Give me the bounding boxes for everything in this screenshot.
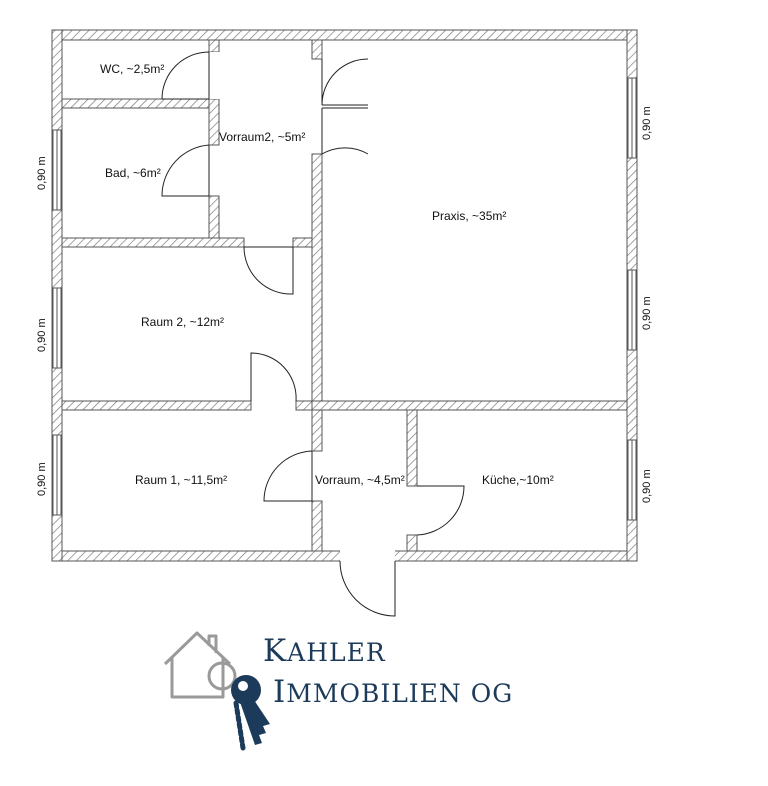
door-raum1 xyxy=(263,450,313,502)
wall-wc-vorraum2 xyxy=(208,39,220,53)
wall-vorraum2-praxis-b xyxy=(311,153,323,411)
wall-bad-raum2 xyxy=(61,237,245,248)
window-label-right-bottom: 0,90 m xyxy=(641,469,653,503)
room-label-vorraum: Vorraum, ~4,5m² xyxy=(315,473,405,487)
room-label-vorraum2: Vorraum2, ~5m² xyxy=(219,130,305,144)
wall-raum1-vorraum xyxy=(311,409,323,452)
wall-vorraum2-praxis-a xyxy=(311,39,323,60)
wall-vorraum-kueche-a xyxy=(406,409,418,487)
wall-vorraum2-raum2 xyxy=(292,237,313,248)
room-label-raum2: Raum 2, ~12m² xyxy=(141,315,224,329)
wall-bad-vorraum2-b xyxy=(208,195,220,239)
logo-line-2-cap: I xyxy=(273,674,286,710)
window-label-right-top: 0,90 m xyxy=(641,106,653,140)
logo-line-1: KAHLER xyxy=(263,633,386,669)
door-raum2-top xyxy=(243,246,294,295)
room-label-kueche: Küche,~10m² xyxy=(482,473,554,487)
window-lines xyxy=(56,78,633,520)
room-label-bad: Bad, ~6m² xyxy=(105,166,161,180)
room-label-wc: WC, ~2,5m² xyxy=(100,62,164,76)
house-icon xyxy=(163,631,232,699)
wall-raum2-raum1 xyxy=(61,400,252,411)
doors xyxy=(161,51,465,617)
logo-line-1-cap: K xyxy=(263,633,287,669)
wall-raum2-raum1-b xyxy=(295,400,313,411)
wall-vorraum-kueche-b xyxy=(406,534,418,552)
window-label-left-mid: 0,90 m xyxy=(36,318,48,352)
key-icon xyxy=(231,675,270,751)
company-logo: KAHLER IMMOBILIEN OG xyxy=(163,631,513,751)
window-labels: 0,90 m 0,90 m 0,90 m 0,90 m 0,90 m 0,90 … xyxy=(36,106,653,503)
door-raum2-bottom xyxy=(250,352,297,402)
door-wc xyxy=(161,51,210,100)
door-bad xyxy=(161,144,210,197)
door-entrance xyxy=(339,560,396,617)
room-label-praxis: Praxis, ~35m² xyxy=(432,209,506,223)
wc-door-opening xyxy=(208,52,220,99)
window-label-right-mid: 0,90 m xyxy=(641,296,653,330)
entrance-opening xyxy=(340,550,395,562)
wall-bad-vorraum2-a xyxy=(208,98,220,146)
door-praxis xyxy=(321,58,369,155)
room-label-raum1: Raum 1, ~11,5m² xyxy=(135,473,227,487)
door-kueche xyxy=(416,485,465,536)
window-label-left-bottom: 0,90 m xyxy=(36,462,48,496)
wall-raum1-vorraum-b xyxy=(311,500,323,552)
key-ring-icon xyxy=(207,661,237,691)
wall-wc-bad xyxy=(61,98,220,109)
wall-outer-top xyxy=(51,29,638,41)
door-praxis-leaf xyxy=(322,104,368,109)
windows xyxy=(52,77,637,521)
wall-praxis-bottom xyxy=(311,400,628,411)
logo-line-2-rest: MMOBILIEN OG xyxy=(286,679,513,708)
window-label-left-top: 0,90 m xyxy=(36,156,48,190)
room-labels: WC, ~2,5m² Bad, ~6m² Vorraum2, ~5m² Prax… xyxy=(100,62,554,487)
logo-line-1-rest: AHLER xyxy=(286,638,386,667)
logo-line-2: IMMOBILIEN OG xyxy=(273,674,513,710)
